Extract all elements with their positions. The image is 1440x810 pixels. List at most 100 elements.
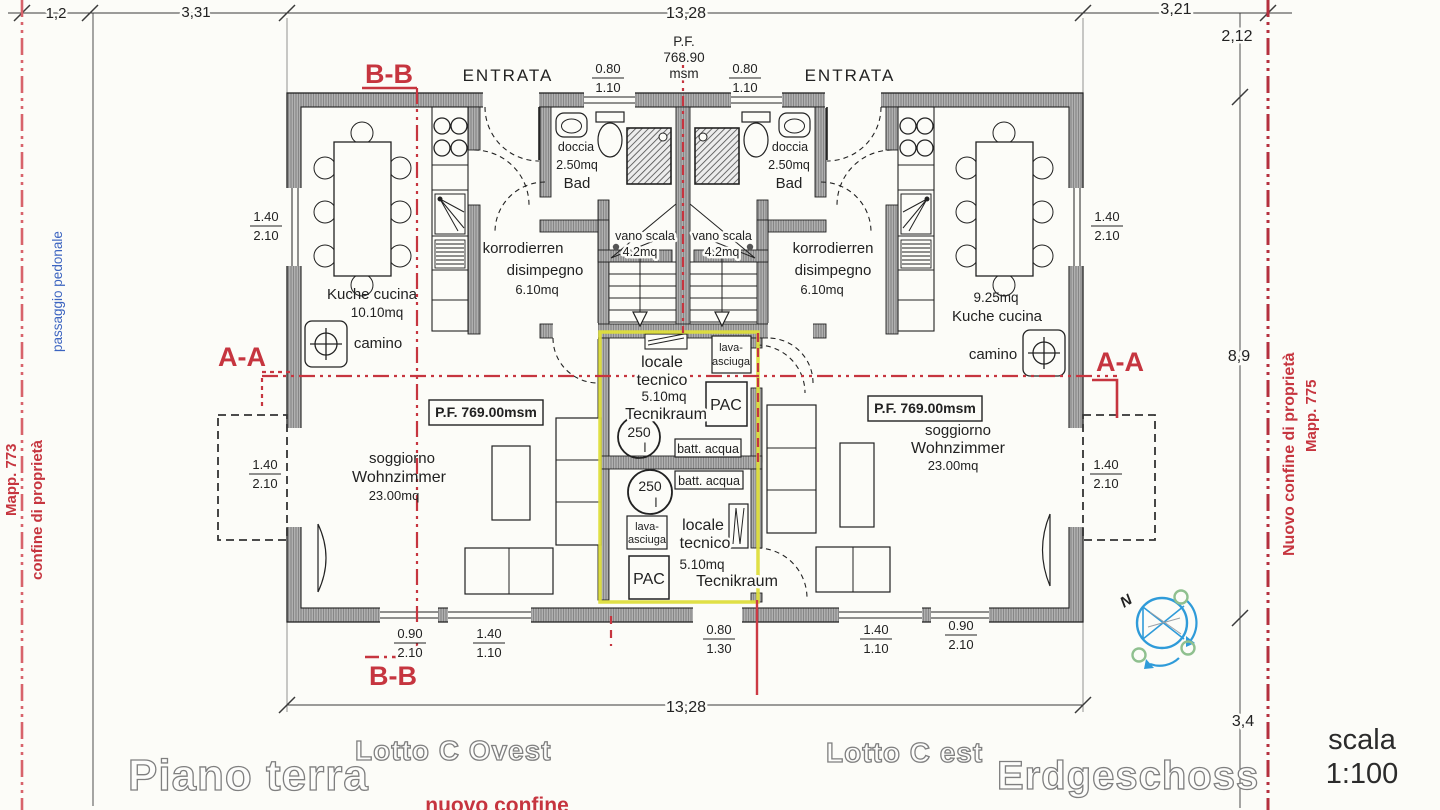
stove-right (899, 117, 934, 157)
dim-right-2: 8,9 (1228, 348, 1250, 365)
floor-level-right-text: P.F. 769.00msm (874, 400, 976, 416)
room-kitchen-right-area: 9.25mq (973, 290, 1018, 305)
opening-dim-entry-left: 0.80 1.10 (592, 59, 624, 98)
boiler-upper (617, 415, 661, 459)
red-lines (20, 0, 1270, 810)
water-battery-upper (674, 438, 742, 458)
tech-lower-area: 5.10mq (679, 557, 724, 572)
room-kitchen-right-name: Kuche cucina (952, 308, 1043, 325)
section-label-bb-top: B-B (365, 59, 413, 89)
tech-upper-water: batt. acqua (677, 442, 739, 456)
floor-level-left: P.F. 769.00msm (428, 399, 544, 426)
scale-value: 1:100 (1326, 758, 1399, 790)
washer-dryer-upper (711, 335, 752, 374)
boundary-left-note: confine di proprietà (29, 439, 46, 580)
dim-top-1: 1,2 (46, 5, 67, 22)
kitchen-counter-left (431, 106, 469, 332)
room-shower-left: doccia (558, 140, 594, 154)
dim-value: 0.90 (397, 626, 422, 641)
dim-value: 1.40 (253, 209, 278, 224)
boundary-right-note: Nuovo confine di proprietà (1281, 352, 1298, 556)
entrance-right-door-arc (826, 106, 882, 162)
boundary-left-parcel: Mapp. 773 (3, 443, 20, 516)
opening-dim-balcony-right: 1.40 2.10 (1090, 455, 1122, 494)
toilet-right (743, 122, 769, 158)
room-shower-right-area: 2.50mq (768, 158, 810, 172)
opening-dim-bottom-3: 0.80 1.30 (703, 620, 735, 659)
boundary-right-parcel: Mapp. 775 (1303, 379, 1320, 452)
dim-top-2: 3,31 (181, 4, 210, 21)
balconies (217, 414, 1156, 541)
room-hall-left-area: 6.10mq (515, 282, 558, 297)
door-swings (317, 106, 1051, 599)
tech-upper-washer-2: asciuga (712, 356, 751, 368)
title-floor-german: Erdgeschoss (997, 754, 1259, 798)
sink-right (900, 193, 932, 235)
compass-icon: N (1117, 589, 1198, 669)
title-lot-east: Lotto C est (826, 737, 983, 768)
opening-dim-entry-right: 0.80 1.10 (729, 59, 761, 98)
dim-value: 1.10 (863, 641, 888, 656)
room-living-right-1: soggiorno (925, 422, 991, 439)
coffee-table-left (491, 445, 531, 521)
toilet-left (597, 122, 623, 158)
room-hall-right-area: 6.10mq (800, 282, 843, 297)
dim-value: 0.80 (732, 61, 757, 76)
water-battery-lower (674, 470, 744, 490)
staircase-right (689, 203, 757, 328)
title-floor-italian: Piano terra (128, 751, 369, 800)
dishwasher-left (434, 239, 466, 269)
dim-value: 2.10 (1094, 228, 1119, 243)
title-lot-west: Lotto C Ovest (355, 735, 552, 766)
balcony-left (217, 414, 288, 541)
dim-value: 1.40 (1094, 209, 1119, 224)
living-room-right-furniture (766, 404, 891, 593)
tech-lower-name-3: Tecnikraum (696, 573, 778, 590)
sink-left (434, 193, 466, 235)
room-kitchen-left-name: Kuche cucina (327, 286, 418, 303)
dim-value: 1.30 (706, 641, 731, 656)
dim-value: 2.10 (1093, 476, 1118, 491)
street-level-2: 768.90 (663, 50, 704, 65)
room-hall-left-1: korrodierren (483, 240, 564, 257)
tech-lower-washer-1: lava- (635, 521, 659, 533)
floor-level-left-text: P.F. 769.00msm (435, 404, 537, 420)
opening-dim-bottom-1: 0.90 2.10 (394, 624, 426, 663)
dim-value: 2.10 (253, 228, 278, 243)
bathroom-left (555, 111, 672, 185)
dim-right-3: 3,4 (1232, 713, 1254, 730)
staircase-left (609, 203, 677, 328)
toilet-right-tank (741, 111, 771, 123)
tech-lower-tank-unit: l (655, 495, 658, 510)
room-fireplace-right: camino (969, 346, 1017, 363)
street-level-3: msm (669, 66, 698, 81)
toilet-left-tank (595, 111, 625, 123)
tech-upper-pump: PAC (710, 397, 742, 414)
dim-value: 0.80 (595, 61, 620, 76)
tech-upper-washer-1: lava- (719, 342, 743, 354)
section-label-bb-bottom: B-B (369, 661, 417, 691)
balcony-right (1082, 414, 1156, 541)
living-room-left-furniture (464, 417, 602, 595)
sofa-right-1 (766, 404, 817, 534)
entrance-label-right: ENTRATA (805, 66, 896, 85)
room-hall-left-2: disimpegno (507, 262, 584, 279)
dim-value: 1.10 (732, 80, 757, 95)
room-bath-right: Bad (776, 175, 803, 192)
room-living-left-2: Wohnzimmer (352, 469, 447, 486)
opening-dim-balcony-left: 1.40 2.10 (249, 455, 281, 494)
room-bath-left: Bad (564, 175, 591, 192)
tech-lower-pump: PAC (633, 571, 665, 588)
room-stair-left-name: vano scala (615, 229, 675, 243)
kitchen-right (897, 106, 1066, 377)
entrance-label-left: ENTRATA (463, 66, 554, 85)
dining-table-right (975, 141, 1034, 277)
dim-top-3: 13,28 (666, 5, 706, 22)
tech-upper-area: 5.10mq (641, 389, 686, 404)
tech-rooms-highlight (598, 330, 760, 604)
stove-left (433, 117, 468, 157)
section-label-aa-left: A-A (218, 342, 266, 372)
tech-room-upper-equipment (617, 333, 752, 459)
dim-value: 1.40 (252, 457, 277, 472)
